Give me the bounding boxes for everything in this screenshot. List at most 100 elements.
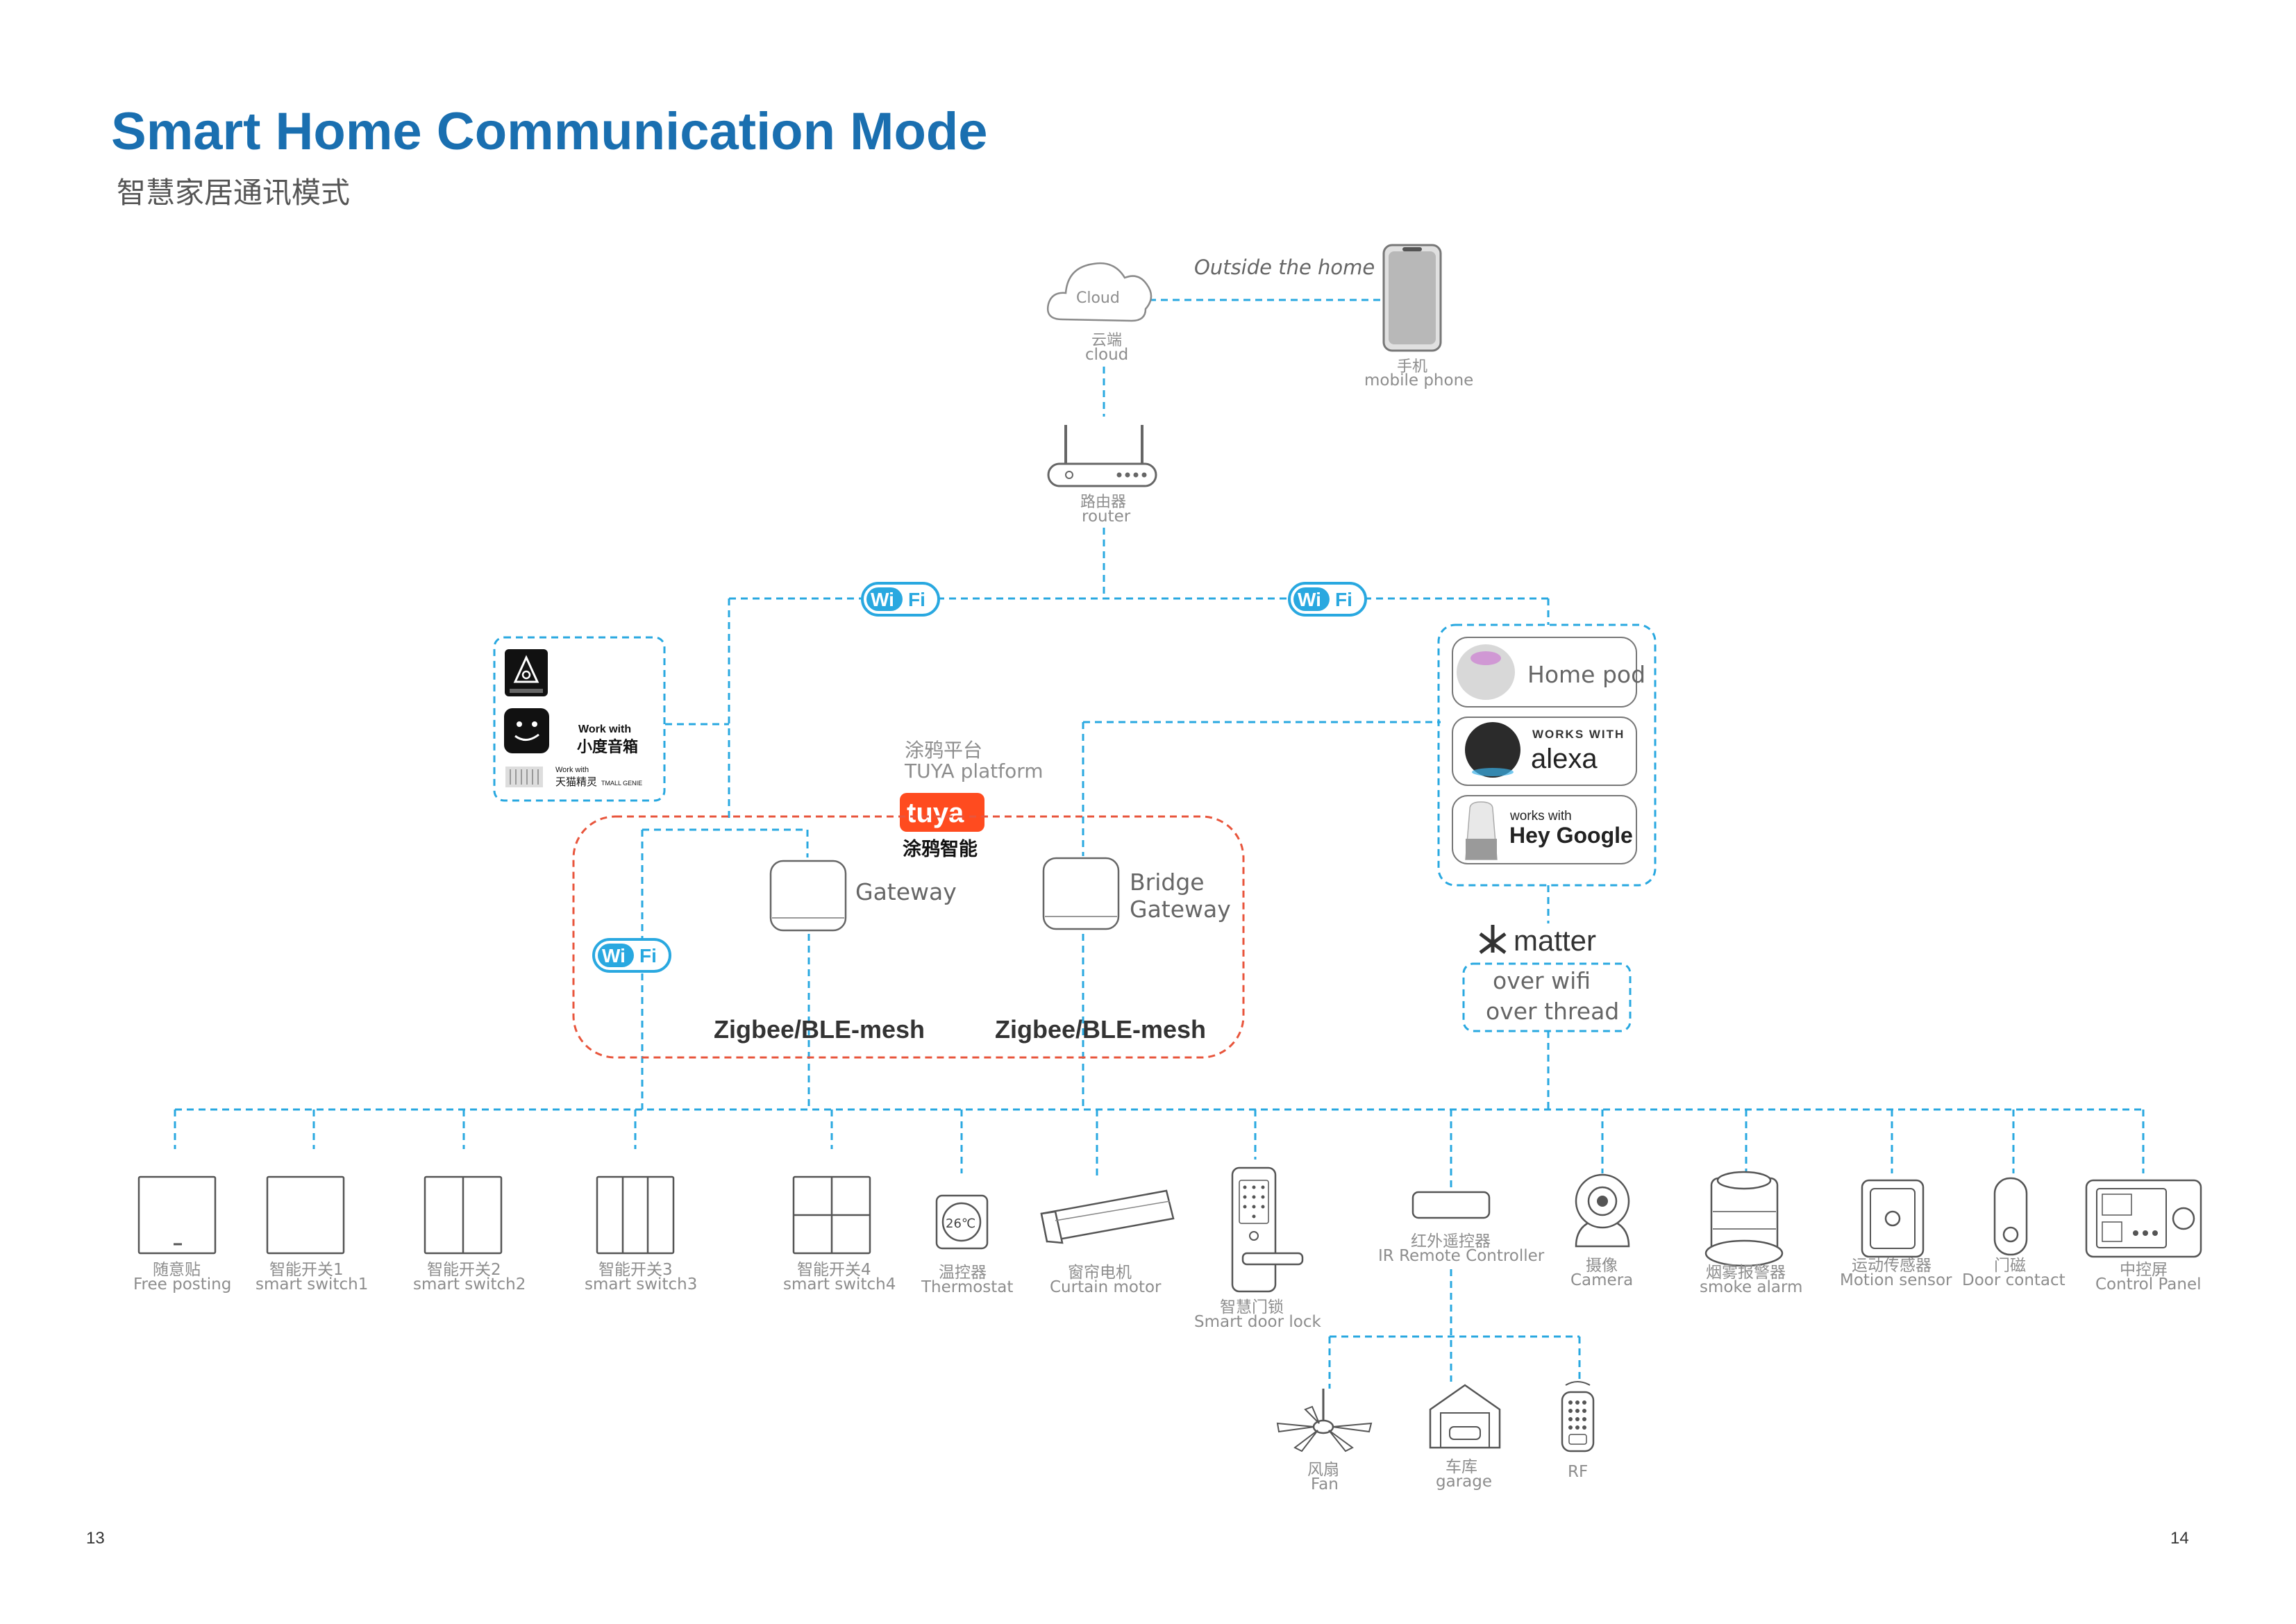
xiaodu-name: 小度音箱 xyxy=(577,738,638,756)
motion-sensor-icon xyxy=(1861,1179,1925,1258)
device-label-cn: 摄像 xyxy=(1586,1257,1618,1275)
device-label-cn: 智能开关3 xyxy=(598,1261,673,1279)
device-label-cn: 运动传感器 xyxy=(1852,1257,1932,1275)
voice-assistant-box-left: Work with 小度音箱 Work with 天猫精灵 TMALL GENI… xyxy=(493,636,666,802)
matter-protocol-box xyxy=(1462,962,1632,1032)
device-label-en: Motion sensor xyxy=(1840,1271,1952,1289)
svg-text:Wi: Wi xyxy=(1298,589,1321,610)
cloud-label-cn: 云端 xyxy=(1091,332,1122,349)
thermostat-icon: 26℃ xyxy=(935,1194,989,1250)
device-label-cn: 门磁 xyxy=(1994,1257,2026,1275)
device-label-cn: 智能开关2 xyxy=(427,1261,501,1279)
bridge-gateway-label-1: Bridge xyxy=(1130,869,1205,896)
svg-text:tuya: tuya xyxy=(907,798,964,828)
ir-child-label-en: garage xyxy=(1436,1473,1492,1491)
ir-remote-controller-icon xyxy=(1411,1191,1491,1219)
device-label-en: Door contact xyxy=(1962,1271,2065,1289)
smart-switch-1-icon xyxy=(266,1175,345,1255)
device-label-cn: 温控器 xyxy=(939,1264,987,1282)
ir-child-label-cn: 车库 xyxy=(1446,1458,1477,1476)
matter-logo-icon xyxy=(1479,925,1507,954)
camera-icon xyxy=(1575,1173,1630,1248)
svg-text:Wi: Wi xyxy=(871,589,894,610)
matter-name: matter xyxy=(1514,924,1596,957)
device-label-cn: 烟雾报警器 xyxy=(1706,1264,1786,1282)
cloud-label-en: cloud xyxy=(1085,346,1128,364)
page-title: Smart Home Communication Mode xyxy=(111,102,988,161)
ir-child-label-cn: 风扇 xyxy=(1307,1461,1339,1479)
page-number-left: 13 xyxy=(86,1529,105,1548)
tuya-logo-icon: tuya 涂鸦智能 xyxy=(900,793,984,860)
phone-label-en: mobile phone xyxy=(1364,371,1473,390)
router-label-en: router xyxy=(1082,508,1131,526)
device-label-en: Thermostat xyxy=(921,1278,1013,1296)
smart-door-lock-icon xyxy=(1231,1166,1304,1293)
device-label-en: IR Remote Controller xyxy=(1378,1247,1545,1265)
smoke-alarm-icon xyxy=(1704,1171,1784,1267)
xiaodu-work-with: Work with xyxy=(578,723,631,735)
outside-home-label: Outside the home xyxy=(1194,256,1375,279)
tmall-genie-logo-icon xyxy=(505,767,543,787)
ir-child-label-en: RF xyxy=(1568,1463,1588,1481)
fan-icon xyxy=(1276,1389,1373,1453)
device-label-en: Curtain motor xyxy=(1050,1278,1162,1296)
device-label-en: Free posting xyxy=(133,1275,231,1294)
alexa-works-with: WORKS WITH xyxy=(1532,728,1625,741)
router-icon xyxy=(1047,425,1157,487)
wifi-badge-left: Wi Fi xyxy=(861,582,940,617)
homepod-label: Home pod xyxy=(1527,661,1645,688)
device-label-en: smoke alarm xyxy=(1700,1278,1802,1296)
tmall-work-with: Work with xyxy=(555,766,589,774)
svg-text:Wi: Wi xyxy=(602,945,626,966)
device-label-cn: 智能开关4 xyxy=(797,1261,871,1279)
device-label-en: Control Panel xyxy=(2095,1275,2202,1294)
tuya-platform-box xyxy=(572,815,1245,1059)
free-posting-icon xyxy=(137,1175,217,1255)
tuya-logo-cn: 涂鸦智能 xyxy=(903,838,978,860)
homepod-icon xyxy=(1457,644,1515,700)
voice-assistant-box-right xyxy=(1437,623,1657,887)
tuya-platform-en: TUYA platform xyxy=(904,760,1044,782)
google-card: works with Hey Google xyxy=(1452,795,1637,864)
door-contact-icon xyxy=(1993,1177,2028,1256)
google-works-with: works with xyxy=(1509,809,1572,823)
device-label-cn: 中控屏 xyxy=(2120,1261,2168,1279)
tmall-name-en: TMALL GENIE xyxy=(601,780,642,787)
aliyun-logo-icon xyxy=(505,649,548,696)
phone-label-cn: 手机 xyxy=(1397,358,1427,376)
svg-text:Fi: Fi xyxy=(908,589,925,610)
page-number-right: 14 xyxy=(2170,1529,2189,1548)
alexa-name: alexa xyxy=(1531,744,1598,774)
cloud-icon: Cloud xyxy=(1046,262,1153,322)
homepod-card: Home pod xyxy=(1452,637,1645,708)
device-label-cn: 智能开关1 xyxy=(269,1261,344,1279)
matter-over-thread: over thread xyxy=(1486,998,1619,1025)
garage-icon xyxy=(1429,1384,1501,1449)
tuya-platform-cn: 涂鸦平台 xyxy=(905,739,982,762)
connection-lines xyxy=(174,299,2145,1389)
router-label-cn: 路由器 xyxy=(1080,494,1126,511)
device-label-cn: 红外遥控器 xyxy=(1411,1232,1491,1250)
device-label-en: Smart door lock xyxy=(1194,1313,1322,1331)
device-label-en: Camera xyxy=(1570,1271,1633,1289)
mobile-phone-icon xyxy=(1382,244,1442,352)
bridge-gateway-label-2: Gateway xyxy=(1130,896,1231,923)
ir-child-label-en: Fan xyxy=(1311,1475,1339,1493)
device-label-en: smart switch3 xyxy=(585,1275,697,1294)
xiaodu-logo-icon xyxy=(504,708,549,753)
bridge-gateway-icon xyxy=(1042,857,1120,930)
cloud-icon-text: Cloud xyxy=(1076,290,1120,307)
gateway-icon xyxy=(769,860,847,932)
gateway-label: Gateway xyxy=(855,878,957,905)
smart-switch-3-icon xyxy=(596,1175,675,1255)
echo-dot-icon xyxy=(1465,722,1520,778)
page-subtitle: 智慧家居通讯模式 xyxy=(117,176,350,210)
rf-remote-icon xyxy=(1561,1381,1595,1453)
device-label-cn: 智慧门锁 xyxy=(1220,1298,1284,1316)
device-label-cn: 随意贴 xyxy=(153,1261,201,1279)
mesh-label-right: Zigbee/BLE-mesh xyxy=(995,1015,1206,1044)
smart-switch-4-icon xyxy=(792,1175,871,1255)
device-label-en: smart switch1 xyxy=(255,1275,368,1294)
google-home-icon xyxy=(1465,801,1498,860)
device-label-en: smart switch4 xyxy=(783,1275,896,1294)
